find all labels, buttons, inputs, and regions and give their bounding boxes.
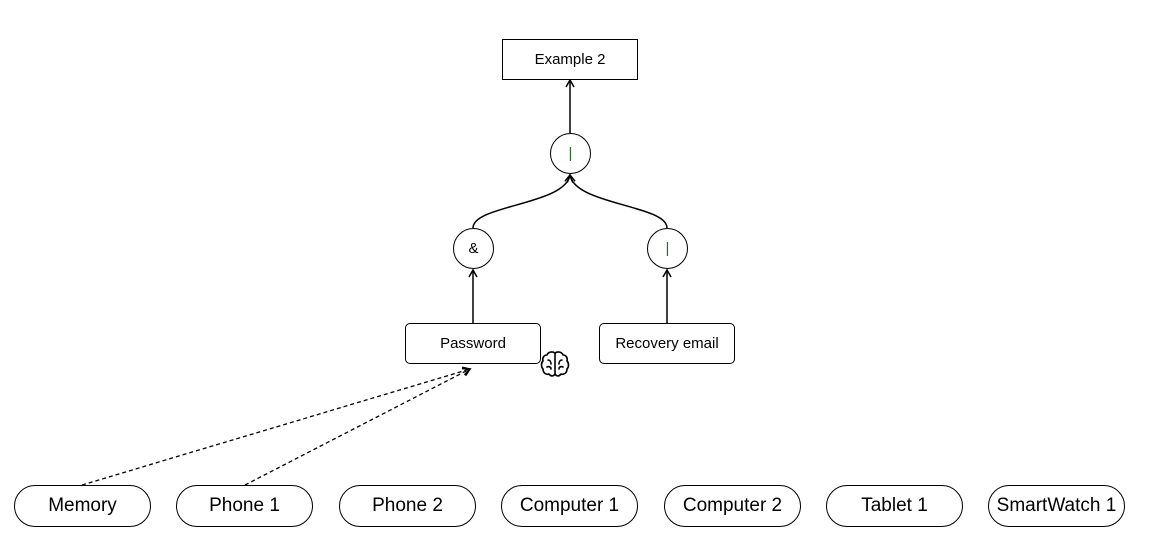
device-label: Phone 1	[209, 495, 280, 516]
device-label: Phone 2	[372, 495, 443, 516]
edge-and-to-or	[472, 173, 574, 229]
device-label: SmartWatch 1	[996, 495, 1117, 516]
device-smartwatch-1[interactable]: SmartWatch 1	[988, 485, 1125, 527]
device-phone-1[interactable]: Phone 1	[176, 485, 313, 527]
edge-phone1-to-password	[244, 367, 472, 486]
edge-memory-to-password	[81, 366, 472, 486]
and-gate[interactable]: &	[453, 228, 494, 269]
device-memory[interactable]: Memory	[14, 485, 151, 527]
or-gate-right[interactable]: |	[647, 228, 688, 269]
device-phone-2[interactable]: Phone 2	[339, 485, 476, 527]
or-gate-top[interactable]: |	[550, 133, 591, 174]
device-computer-1[interactable]: Computer 1	[501, 485, 638, 527]
device-label: Tablet 1	[861, 495, 928, 516]
device-tablet-1[interactable]: Tablet 1	[826, 485, 963, 527]
or-symbol: |	[665, 240, 670, 257]
brain-icon	[540, 351, 570, 377]
or-symbol: |	[568, 145, 573, 162]
root-node[interactable]: Example 2	[502, 39, 638, 80]
device-label: Computer 1	[519, 495, 620, 516]
device-label: Computer 2	[682, 495, 783, 516]
password-node[interactable]: Password	[405, 323, 541, 364]
and-symbol: &	[468, 240, 479, 257]
password-label: Password	[440, 335, 506, 352]
edge-right-or-to-or	[566, 173, 668, 229]
recovery-email-label: Recovery email	[615, 335, 719, 352]
device-computer-2[interactable]: Computer 2	[664, 485, 801, 527]
recovery-email-node[interactable]: Recovery email	[599, 323, 735, 364]
root-label: Example 2	[534, 51, 606, 68]
device-label: Memory	[48, 495, 117, 516]
